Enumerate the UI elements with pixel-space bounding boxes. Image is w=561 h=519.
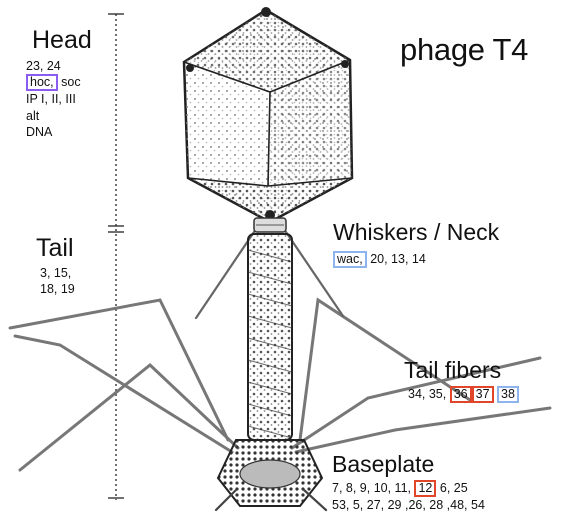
wac-highlight: wac, <box>333 251 367 268</box>
baseplate-line-1-rest: 6, 25 <box>440 481 468 495</box>
scale-bar <box>108 14 124 500</box>
baseplate-label: Baseplate <box>332 452 434 476</box>
tail-line-1: 3, 15, <box>40 265 75 281</box>
head-line-4: alt <box>26 108 81 124</box>
tail-proteins: 3, 15, 18, 19 <box>40 265 75 298</box>
head-label: Head <box>32 27 92 53</box>
tail-line-2: 18, 19 <box>40 281 75 297</box>
tail-label: Tail <box>36 235 74 261</box>
head-line-3: IP I, II, III <box>26 91 81 107</box>
head-proteins: 23, 24 hoc, soc IP I, II, III alt DNA <box>26 58 81 140</box>
whiskers-proteins: wac, 20, 13, 14 <box>333 251 426 268</box>
whiskers-rest: 20, 13, 14 <box>370 252 426 266</box>
tail-fibers-prefix: 34, 35, <box>408 387 446 401</box>
whiskers-label: Whiskers / Neck <box>333 220 499 244</box>
head-line-1: 23, 24 <box>26 58 81 74</box>
protein-12-highlight: 12 <box>414 480 436 497</box>
baseplate-structure <box>218 440 322 506</box>
diagram-title: phage T4 <box>400 34 528 67</box>
protein-38-highlight: 38 <box>497 386 519 403</box>
soc-text: soc <box>61 75 80 89</box>
head-line-5: DNA <box>26 124 81 140</box>
baseplate-line-1: 7, 8, 9, 10, 11, 12 6, 25 <box>332 480 485 497</box>
neck <box>254 218 286 232</box>
baseplate-proteins: 7, 8, 9, 10, 11, 12 6, 25 53, 5, 27, 29 … <box>332 480 485 513</box>
protein-36-highlight: 36 <box>450 386 472 403</box>
baseplate-line-1-prefix: 7, 8, 9, 10, 11, <box>332 481 411 495</box>
tail-sheath <box>248 234 292 440</box>
hoc-highlight: hoc, <box>26 74 58 91</box>
protein-37-highlight: 37 <box>472 386 494 403</box>
head-line-2: hoc, soc <box>26 74 81 91</box>
tail-fibers-label: Tail fibers <box>404 358 501 382</box>
baseplate-line-2: 53, 5, 27, 29 ,26, 28 ,48, 54 <box>332 497 485 513</box>
capsid-head <box>184 7 352 222</box>
